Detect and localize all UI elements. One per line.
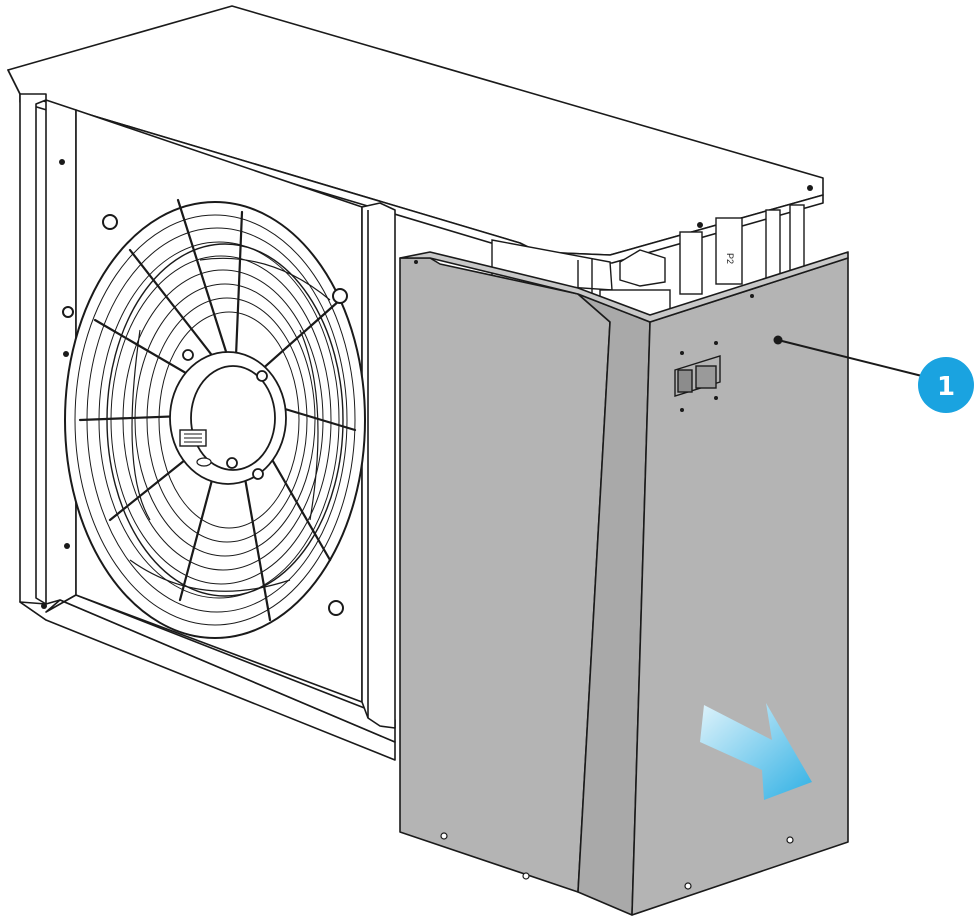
panel-top-lip [399, 251, 849, 323]
frame-screws [41, 159, 813, 609]
callout-badge [918, 357, 974, 413]
removal-direction-arrow-icon [700, 703, 812, 800]
panel-right-face [631, 257, 849, 916]
panel-handle-slot [674, 355, 721, 397]
panel-screws [414, 260, 754, 412]
bottom-frame-face [45, 594, 396, 743]
callout-number: 1 [937, 372, 955, 402]
connection-label: P2 [725, 253, 735, 264]
callout-anchor-dot [773, 335, 783, 345]
left-frame-post [7, 69, 47, 621]
panel-bottom-holes [440, 832, 794, 890]
panel-left-face [399, 257, 611, 893]
front-side-panel [399, 251, 849, 916]
callout-1: 1 [773, 335, 974, 413]
fan-guard-bolts [62, 214, 348, 616]
center-frame-post [361, 202, 396, 729]
callout-leader-line [777, 339, 923, 377]
fan-motor-hub [169, 349, 287, 485]
